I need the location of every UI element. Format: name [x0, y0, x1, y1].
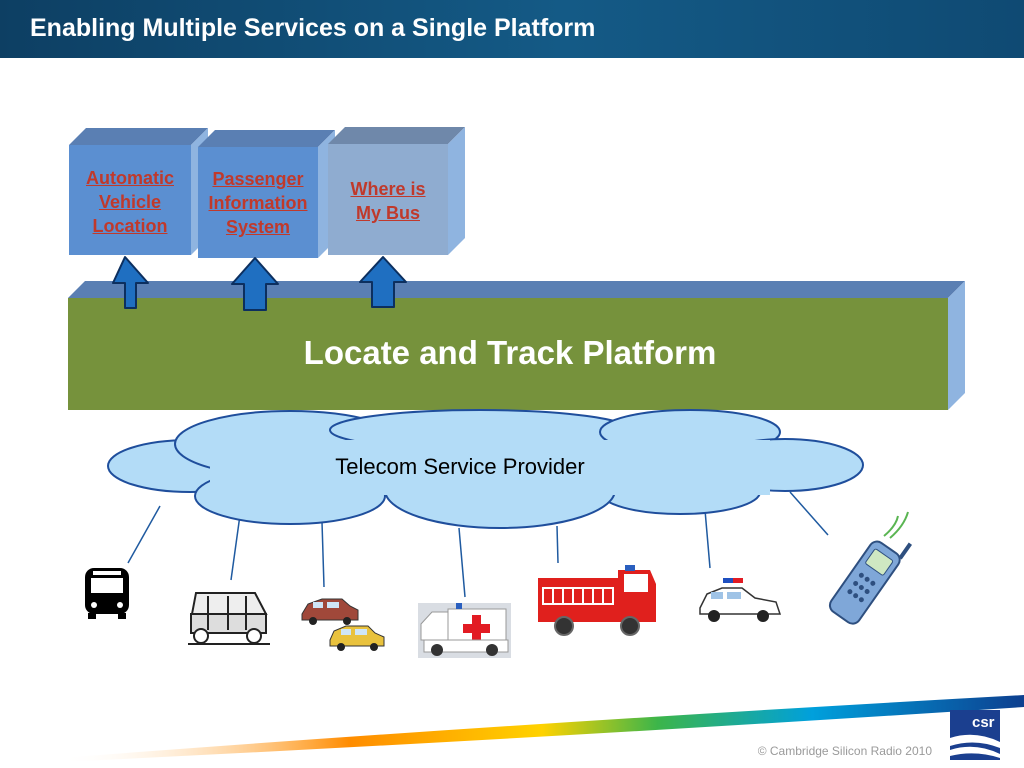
- ambulance-icon: [418, 603, 511, 658]
- platform-block: [68, 281, 965, 410]
- auto-rickshaw-icon: [188, 592, 270, 645]
- service-label-line: System: [225, 217, 291, 237]
- arrow-up-icon: [112, 256, 149, 309]
- mobile-phone-icon: [828, 511, 913, 625]
- arrow-up-icon: [359, 256, 407, 308]
- service-label-where-is-my-bus[interactable]: Where is My Bus: [328, 177, 448, 225]
- service-label-line: My Bus: [355, 203, 420, 223]
- copyright-text: © Cambridge Silicon Radio 2010: [757, 744, 932, 758]
- platform-label: Locate and Track Platform: [303, 334, 717, 371]
- bus-icon: [85, 568, 129, 619]
- telecom-cloud: [107, 409, 864, 529]
- service-label-line: Automatic: [85, 168, 174, 188]
- connector-lines: [127, 491, 829, 598]
- service-label-line: Where is: [350, 179, 426, 199]
- service-box-where-is-my-bus: [328, 127, 465, 255]
- logo-text: csr: [972, 714, 995, 731]
- service-box-avl: [69, 128, 208, 255]
- service-label-line: Information: [208, 193, 308, 213]
- service-label-line: Passenger: [212, 169, 304, 189]
- page-title: Enabling Multiple Services on a Single P…: [30, 14, 596, 42]
- cloud-label: Telecom Service Provider: [335, 454, 585, 479]
- police-car-icon: [699, 578, 782, 622]
- service-label-line: Vehicle: [98, 192, 162, 212]
- fire-truck-icon: [538, 565, 656, 636]
- service-label-line: Location: [92, 216, 168, 236]
- arrow-up-icon: [231, 257, 279, 311]
- title-bar: Enabling Multiple Services on a Single P…: [0, 0, 1024, 58]
- service-label-avl[interactable]: Automatic Vehicle Location: [69, 166, 191, 238]
- rainbow-swoosh: [60, 695, 1024, 762]
- taxi-cars-icon: [301, 598, 385, 651]
- service-label-pis[interactable]: Passenger Information System: [198, 167, 318, 239]
- csr-logo: [950, 710, 1000, 760]
